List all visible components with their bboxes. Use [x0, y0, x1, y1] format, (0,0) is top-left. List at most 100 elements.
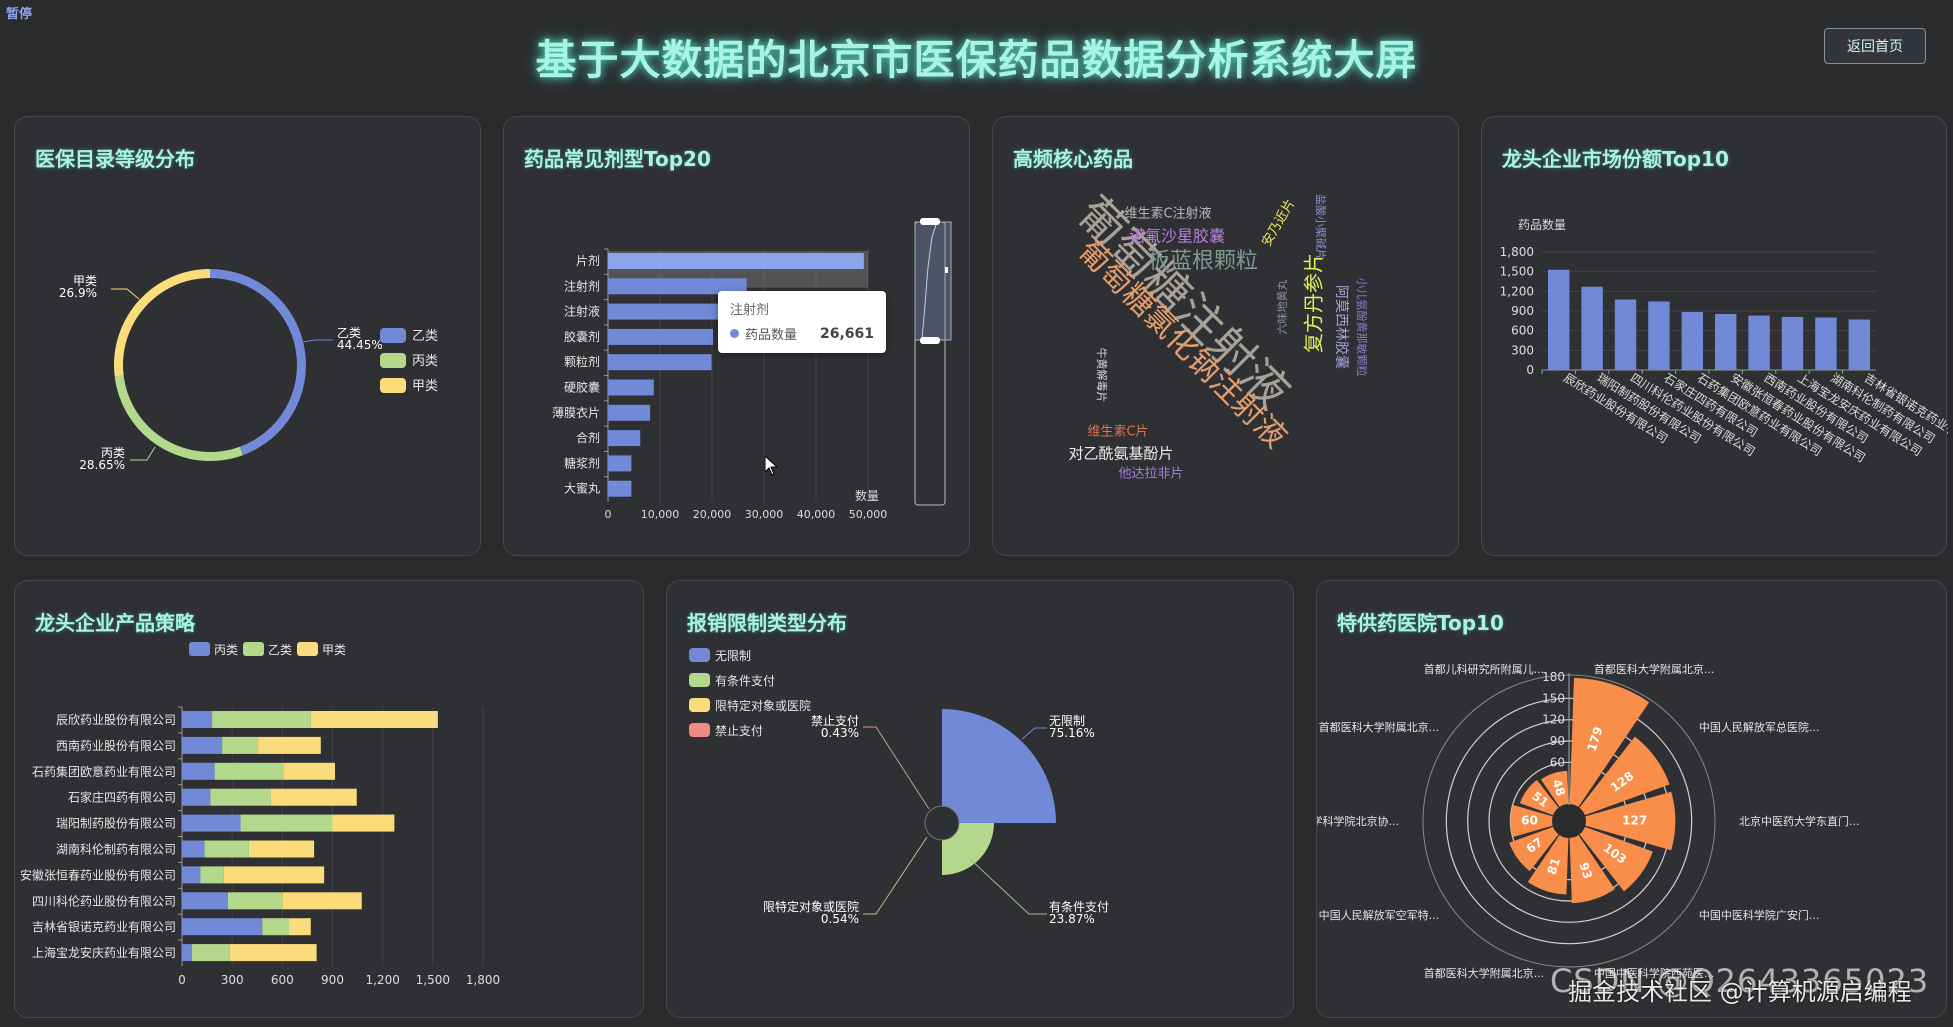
svg-text:石家庄四药有限公司: 石家庄四药有限公司: [68, 790, 176, 805]
svg-text:81: 81: [1545, 856, 1563, 876]
bar: [608, 430, 641, 447]
legend-swatch: [689, 648, 710, 662]
bar-segment: [182, 918, 263, 936]
svg-text:胶囊剂: 胶囊剂: [564, 329, 600, 344]
word-cloud-word: 六味地黄丸: [1275, 280, 1289, 335]
svg-text:湖南科伦制药有限公司: 湖南科伦制药有限公司: [56, 842, 176, 857]
bar-segment: [182, 711, 213, 728]
word-cloud-word: 牛黄解毒片: [1095, 348, 1109, 403]
panel-title: 龙头企业产品策略: [35, 611, 195, 635]
svg-text:合剂: 合剂: [576, 430, 600, 445]
svg-text:30,000: 30,000: [745, 508, 784, 521]
svg-text:颗粒剂: 颗粒剂: [564, 354, 600, 369]
bar: [1748, 315, 1770, 370]
legend-swatch: [297, 642, 318, 656]
bar: [608, 404, 651, 421]
svg-text:硬胶囊: 硬胶囊: [564, 380, 600, 395]
bar-segment: [289, 918, 311, 936]
bar-segment: [182, 944, 193, 962]
svg-text:600: 600: [1511, 324, 1534, 338]
market-share-bar-chart[interactable]: 药品数量03006009001,2001,5001,800辰欣药业股份有限公司瑞…: [1482, 117, 1948, 557]
page-title: 基于大数据的北京市医保药品数据分析系统大屏: [535, 36, 1418, 84]
legend-swatch: [380, 378, 406, 393]
svg-text:吉林省银诺克药业有限公司: 吉林省银诺克药业有限公司: [32, 920, 176, 934]
restriction-rose-chart[interactable]: 无限制有条件支付限特定对象或医院禁止支付无限制75.16%有条件支付23.87%…: [667, 581, 1295, 1019]
svg-text:限特定对象或医院: 限特定对象或医院: [763, 899, 859, 914]
svg-text:有条件支付: 有条件支付: [1049, 900, 1109, 914]
polar-bar: [1585, 791, 1676, 851]
polar-bar: [1519, 779, 1559, 816]
bar-segment: [214, 762, 285, 780]
word-cloud-word: 阿莫西林胶囊: [1333, 285, 1350, 369]
slider-handle-top: [920, 218, 940, 225]
word-cloud-word: 小儿氨酚黄那敏颗粒: [1355, 278, 1369, 377]
svg-text:900: 900: [321, 973, 344, 987]
svg-text:93: 93: [1576, 861, 1594, 881]
bar-segment: [258, 736, 321, 754]
polar-category-label: 首都医科大学附属北京...: [1594, 662, 1715, 676]
word-cloud-word: 他达拉非片: [1118, 467, 1183, 482]
donut-slice: [114, 269, 210, 377]
svg-text:0: 0: [605, 508, 612, 521]
svg-text:300: 300: [1511, 343, 1534, 357]
legend-swatch: [689, 698, 710, 712]
svg-text:丙类: 丙类: [412, 354, 438, 369]
bar: [1548, 269, 1570, 370]
watermark-csdn: CSDN @Q2643365023: [1550, 962, 1930, 1000]
svg-text:注射剂: 注射剂: [564, 278, 600, 293]
drug-word-cloud[interactable]: 葡萄糖注射液葡萄糖氯化钠注射液维生素C注射液诺氟沙星胶囊板蓝根颗粒安乃近片盐酸小…: [993, 117, 1460, 557]
polar-bar: [1569, 677, 1650, 807]
home-button[interactable]: 返回首页: [1824, 28, 1926, 64]
svg-text:1,800: 1,800: [1500, 245, 1534, 259]
svg-text:禁止支付: 禁止支付: [811, 714, 859, 728]
bar: [608, 480, 632, 497]
hospital-polar-bar-chart[interactable]: 6090120150180179128127103938167605148首都医…: [1317, 581, 1948, 1019]
bar-segment: [192, 944, 230, 962]
bar-segment: [182, 762, 215, 780]
svg-text:注射液: 注射液: [564, 304, 600, 319]
polar-category-label: 中国医学科学院北京协...: [1317, 814, 1399, 828]
slider-handle-bottom: [920, 337, 940, 344]
bar: [1715, 313, 1737, 370]
svg-text:150: 150: [1542, 691, 1565, 705]
svg-text:糖浆剂: 糖浆剂: [564, 455, 600, 470]
bar-segment: [204, 840, 249, 858]
svg-text:数量: 数量: [855, 488, 879, 503]
tooltip-series: 药品数量: [745, 328, 798, 343]
svg-text:辰欣药业股份有限公司: 辰欣药业股份有限公司: [56, 713, 176, 727]
svg-text:26.9%: 26.9%: [59, 286, 97, 300]
svg-text:10,000: 10,000: [641, 508, 680, 521]
bar: [608, 253, 864, 269]
polar-bar: [1510, 804, 1553, 838]
bar: [1614, 299, 1637, 370]
bar-segment: [310, 711, 438, 728]
svg-text:甲类: 甲类: [412, 379, 438, 394]
svg-text:0.43%: 0.43%: [821, 726, 859, 740]
bar-segment: [182, 788, 211, 806]
legend-swatch: [689, 673, 710, 687]
svg-text:127: 127: [1622, 814, 1647, 828]
svg-text:瑞阳制药股份有限公司: 瑞阳制药股份有限公司: [56, 817, 176, 831]
svg-text:120: 120: [1542, 713, 1565, 727]
bar: [608, 303, 721, 320]
svg-text:0: 0: [178, 973, 186, 987]
svg-text:丙类: 丙类: [214, 643, 238, 657]
panel-title: 报销限制类型分布: [687, 611, 847, 635]
svg-text:薄膜衣片: 薄膜衣片: [552, 405, 600, 420]
svg-text:大蜜丸: 大蜜丸: [564, 481, 600, 496]
bar-segment: [282, 892, 362, 910]
legend-swatch: [189, 642, 210, 656]
bar-segment: [210, 788, 271, 806]
svg-text:60: 60: [1550, 755, 1565, 769]
svg-text:20,000: 20,000: [693, 508, 732, 521]
legend-swatch: [380, 353, 406, 368]
mouse-cursor-icon: [764, 455, 779, 476]
svg-text:90: 90: [1550, 734, 1565, 748]
word-cloud-word: 安乃近片: [1260, 197, 1299, 250]
